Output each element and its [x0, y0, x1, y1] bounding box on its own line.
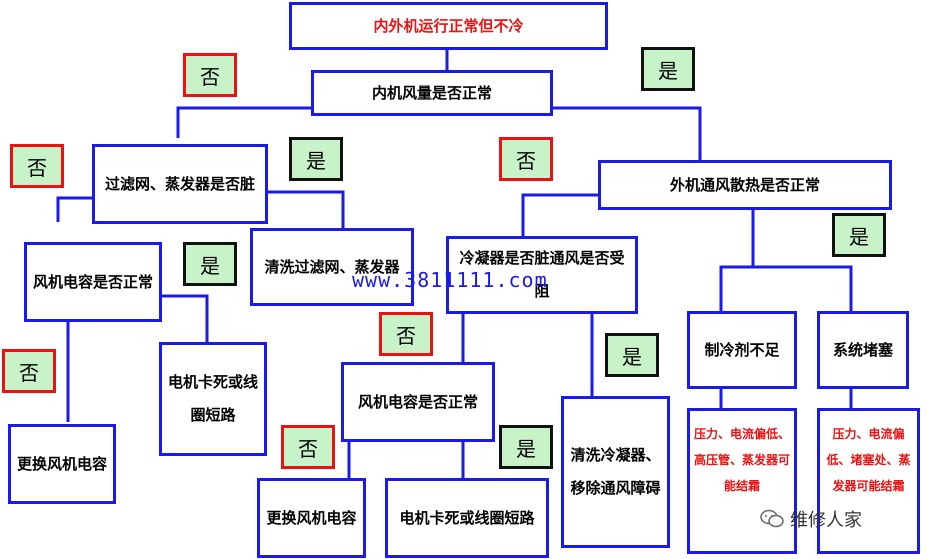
- motor-stuck-label-2: 电机卡死或线圈短路: [399, 508, 535, 527]
- replace-capacitor-label-2: 更换风机电容: [266, 508, 357, 527]
- refrigerant-low-node: 制冷剂不足: [687, 311, 797, 389]
- wechat-icon: [760, 509, 784, 529]
- indoor-fan-label: 内机风量是否正常: [371, 83, 492, 102]
- motor-stuck-label-1: 电机卡死或线圈短路: [167, 373, 258, 424]
- yes-tag-filter: 是: [289, 137, 343, 181]
- website-watermark: www.3811111.com: [352, 268, 548, 292]
- root-label: 内外机运行正常但不冷: [373, 16, 524, 35]
- system-blocked-node: 系统堵塞: [817, 311, 909, 389]
- blocked-note-node: 压力、电流偏低、堵塞处、蒸发器可能结霜: [817, 408, 920, 554]
- root-node: 内外机运行正常但不冷: [289, 2, 608, 50]
- motor-stuck-node-2: 电机卡死或线圈短路: [385, 478, 549, 558]
- no-tag-fan-capacitor-1: 否: [2, 349, 56, 393]
- refrigerant-note-node: 压力、电流偏低、高压管、蒸发器可能结霜: [687, 408, 797, 554]
- fan-capacitor-node-1: 风机电容是否正常: [24, 242, 162, 322]
- indoor-fan-node: 内机风量是否正常: [311, 70, 553, 116]
- no-tag-filter: 否: [10, 144, 64, 188]
- condenser-label: 冷凝器是否脏通风是否受阻: [459, 249, 625, 300]
- system-blocked-label: 系统堵塞: [832, 340, 893, 359]
- replace-capacitor-node-2: 更换风机电容: [257, 478, 366, 558]
- outdoor-fan-node: 外机通风散热是否正常: [598, 160, 892, 210]
- replace-capacitor-label-1: 更换风机电容: [16, 454, 107, 473]
- brand-mark: 维修人家: [760, 506, 862, 532]
- yes-tag-outdoor-fan: 是: [832, 213, 886, 257]
- clean-condenser-node: 清洗冷凝器、移除通风障碍: [561, 396, 670, 548]
- yes-tag-fan-capacitor-1: 是: [183, 242, 237, 286]
- no-tag-fan-capacitor-2: 否: [281, 425, 335, 469]
- no-tag-indoor-fan: 否: [183, 53, 237, 97]
- motor-stuck-node-1: 电机卡死或线圈短路: [159, 342, 267, 456]
- brand-name: 维修人家: [790, 510, 862, 531]
- yes-tag-indoor-fan: 是: [641, 47, 695, 91]
- fan-capacitor-label-2: 风机电容是否正常: [357, 392, 478, 411]
- clean-filter-label: 清洗过滤网、蒸发器: [264, 257, 400, 276]
- refrigerant-note-label: 压力、电流偏低、高压管、蒸发器可能结霜: [694, 427, 791, 493]
- yes-tag-fan-capacitor-2: 是: [499, 425, 553, 469]
- condenser-node: 冷凝器是否脏通风是否受阻: [446, 236, 638, 314]
- filter-dirty-node: 过滤网、蒸发器是否脏: [92, 144, 268, 224]
- fan-capacitor-node-2: 风机电容是否正常: [341, 362, 495, 442]
- no-tag-outdoor-fan: 否: [499, 137, 553, 181]
- yes-tag-condenser: 是: [605, 333, 659, 377]
- fan-capacitor-label-1: 风机电容是否正常: [32, 272, 153, 291]
- replace-capacitor-node-1: 更换风机电容: [8, 424, 116, 504]
- blocked-note-label: 压力、电流偏低、堵塞处、蒸发器可能结霜: [826, 427, 911, 493]
- clean-condenser-label: 清洗冷凝器、移除通风障碍: [570, 446, 661, 497]
- outdoor-fan-label: 外机通风散热是否正常: [669, 175, 820, 194]
- clean-filter-node: 清洗过滤网、蒸发器: [250, 228, 414, 306]
- refrigerant-low-label: 制冷剂不足: [704, 340, 780, 359]
- filter-dirty-label: 过滤网、蒸发器是否脏: [104, 174, 255, 193]
- no-tag-condenser: 否: [379, 312, 433, 356]
